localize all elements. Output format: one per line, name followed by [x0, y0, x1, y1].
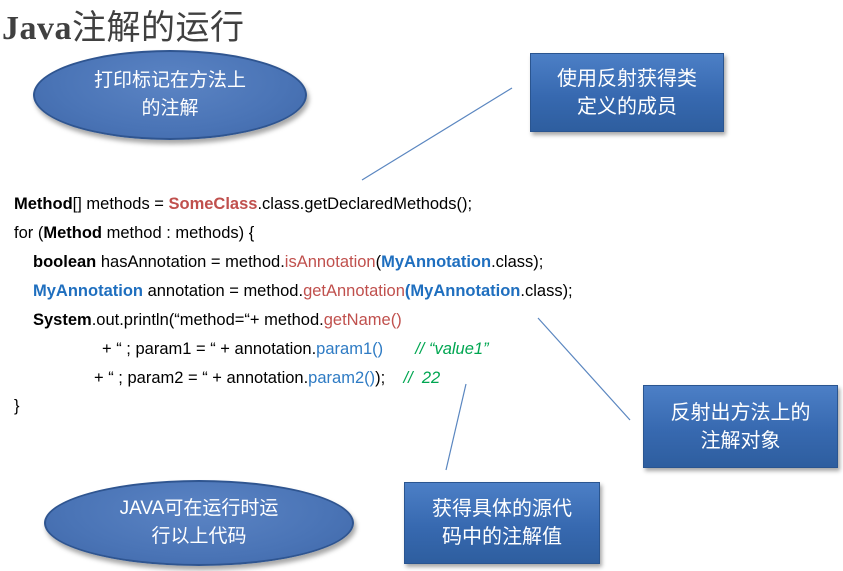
code-token: ); [375, 369, 386, 387]
code-line-4: MyAnnotation annotation = method.getAnno… [33, 282, 573, 301]
callout-line: 码中的注解值 [442, 526, 562, 548]
callout-line: 使用反射获得类 [557, 67, 697, 90]
code-token: hasAnnotation = method. [96, 253, 285, 271]
code-spacer [383, 340, 415, 358]
code-token: param1() [316, 340, 384, 358]
code-line-3: boolean hasAnnotation = method.isAnnotat… [33, 253, 543, 272]
code-token: System [33, 311, 92, 329]
code-token: + “ ; param1 = “ + annotation. [102, 340, 317, 358]
callout-line: 的注解 [141, 98, 199, 119]
code-token: + “ ; param2 = “ + annotation. [94, 369, 309, 387]
callout-line: 打印标记在方法上 [93, 70, 246, 91]
slide-title: Java注解的运行 [2, 0, 245, 49]
title-chinese: 注解的运行 [72, 10, 245, 47]
code-token: .class.getDeclaredMethods(); [257, 195, 473, 213]
code-line-7: + “ ; param2 = “ + annotation.param2());… [94, 369, 440, 388]
code-token: MyAnnotation [381, 253, 492, 271]
code-token: method : methods) { [102, 224, 255, 242]
code-token: getName() [323, 311, 402, 329]
code-line-5: System.out.println(“method=“+ method.get… [33, 311, 402, 330]
callout-line: 行以上代码 [151, 526, 247, 547]
callout-reflection-members-box: 使用反射获得类 定义的成员 [530, 53, 724, 132]
code-line-2: for (Method method : methods) { [14, 224, 254, 243]
callout-runtime-ellipse: JAVA可在运行时运 行以上代码 [44, 480, 354, 566]
callout-line: JAVA可在运行时运 [119, 498, 279, 519]
code-token: param2() [308, 369, 376, 387]
callout-print-annotation-ellipse: 打印标记在方法上 的注解 [33, 50, 307, 140]
code-token: [] methods = [72, 195, 169, 213]
code-token: Method [14, 195, 73, 213]
code-token: SomeClass [168, 195, 258, 213]
code-token: MyAnnotation [410, 282, 521, 300]
code-token: Method [43, 224, 102, 242]
code-token: ( [375, 253, 382, 271]
code-token: .class); [491, 253, 544, 271]
callout-line: 获得具体的源代 [432, 498, 572, 520]
code-comment: // 22 [403, 369, 441, 387]
code-token: isAnnotation [284, 253, 376, 271]
connector-right-box [537, 317, 631, 421]
callout-annotation-object-box: 反射出方法上的 注解对象 [643, 385, 838, 468]
code-spacer [385, 369, 403, 387]
callout-line: 定义的成员 [577, 95, 677, 118]
callout-line: 反射出方法上的 [670, 401, 811, 424]
connector-bottom-box [445, 383, 467, 471]
code-token: MyAnnotation [33, 282, 143, 300]
code-comment: // “value1” [415, 340, 489, 358]
code-token: .class); [520, 282, 573, 300]
code-token: getAnnotation [303, 282, 405, 300]
code-token: ( [404, 282, 411, 300]
connector-top-box [361, 87, 513, 181]
code-line-8: } [14, 397, 20, 416]
callout-line: 注解对象 [700, 429, 781, 452]
code-token: boolean [33, 253, 97, 271]
code-token: .out.println(“method=“+ method. [91, 311, 324, 329]
code-token: for ( [14, 224, 44, 242]
code-line-6: + “ ; param1 = “ + annotation.param1() /… [102, 340, 489, 359]
code-token: annotation = method. [142, 282, 304, 300]
code-token: } [14, 397, 20, 415]
callout-annotation-value-box: 获得具体的源代 码中的注解值 [404, 482, 600, 564]
code-line-1: Method[] methods = SomeClass.class.getDe… [14, 195, 472, 214]
title-latin: Java [2, 10, 72, 47]
